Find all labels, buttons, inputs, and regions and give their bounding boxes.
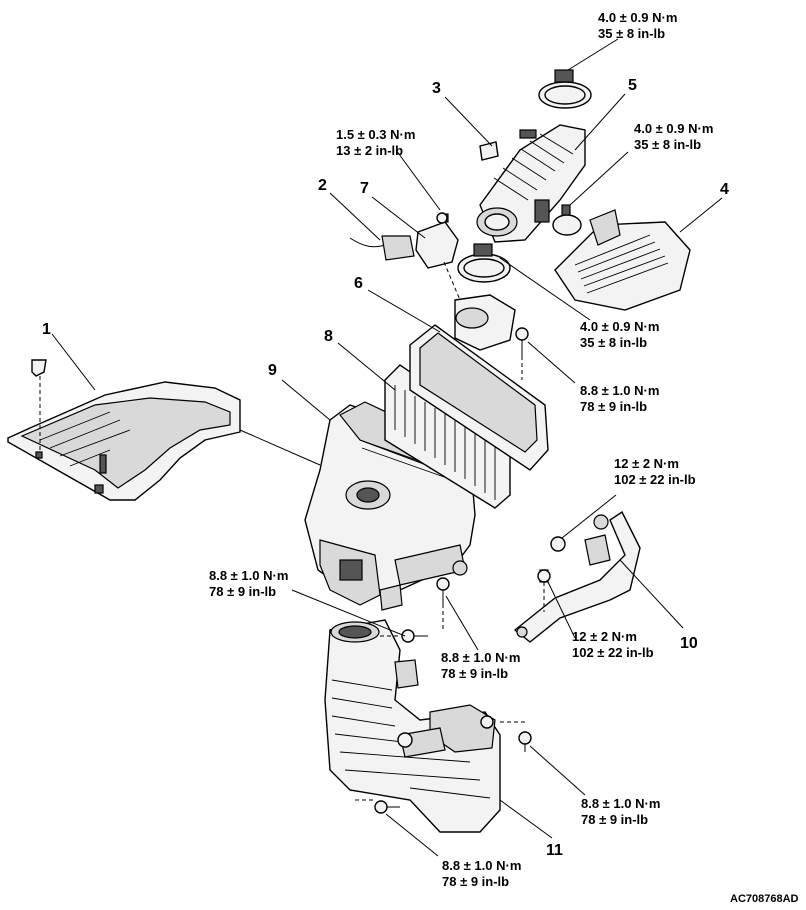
torque-bracket-lower-nm: 12 ± 2 N·m [572, 629, 637, 644]
resonator-ribs [574, 234, 669, 294]
callout-4: 4 [720, 181, 729, 198]
callout-numbers: 1 2 3 4 5 6 7 8 9 10 11 [42, 77, 729, 859]
torque-duct-upper-nm: 8.8 ± 1.0 N·m [209, 568, 288, 583]
part-11-lower-duct [324, 619, 501, 833]
torque-bracket-upper-nm: 12 ± 2 N·m [614, 456, 679, 471]
torque-case-bolt-inlb: 78 ± 9 in-lb [441, 666, 508, 681]
torque-duct-right-inlb: 78 ± 9 in-lb [581, 812, 648, 827]
filter-pleats [394, 385, 496, 500]
torque-bracket-upper-inlb: 102 ± 22 in-lb [614, 472, 696, 487]
torque-hose-clamp-top-inlb: 35 ± 8 in-lb [598, 26, 665, 41]
callout-6: 6 [354, 275, 363, 292]
torque-hose-clamp-top-nm: 4.0 ± 0.9 N·m [598, 10, 677, 25]
torque-specs: 4.0 ± 0.9 N·m 35 ± 8 in-lb 1.5 ± 0.3 N·m… [209, 10, 713, 889]
torque-duct-lower-inlb: 78 ± 9 in-lb [442, 874, 509, 889]
bolt-sensor [436, 212, 448, 224]
torque-duct-upper-inlb: 78 ± 9 in-lb [209, 584, 276, 599]
callout-9: 9 [268, 362, 277, 379]
part-5-intake-hose [457, 69, 592, 283]
part-10-bracket [513, 510, 641, 643]
part-1-intake-duct [7, 359, 241, 501]
part-8-air-filter [384, 364, 511, 509]
callout-11: 11 [546, 842, 563, 859]
torque-cover-bolt-inlb: 78 ± 9 in-lb [580, 399, 647, 414]
bolts [355, 212, 532, 814]
part-7-airflow-sensor [415, 213, 461, 301]
torque-hose-clamp-bottom-nm: 4.0 ± 0.9 N·m [580, 319, 659, 334]
torque-hose-clamp-bottom-inlb: 35 ± 8 in-lb [580, 335, 647, 350]
callout-3: 3 [432, 80, 441, 97]
bolt-duct-right [500, 721, 532, 752]
bolt-case-bracket [436, 577, 450, 630]
callout-1: 1 [42, 321, 51, 338]
torque-duct-lower-nm: 8.8 ± 1.0 N·m [442, 858, 521, 873]
bolt-duct-lower [355, 799, 400, 814]
torque-resonator-clamp-nm: 4.0 ± 0.9 N·m [634, 121, 713, 136]
torque-sensor-nm: 1.5 ± 0.3 N·m [336, 127, 415, 142]
torque-case-bolt-nm: 8.8 ± 1.0 N·m [441, 650, 520, 665]
hose-corrugations [493, 133, 574, 201]
torque-cover-bolt-nm: 8.8 ± 1.0 N·m [580, 383, 659, 398]
bolt-duct-upper [380, 629, 428, 643]
part-3-clip [479, 141, 499, 161]
callout-5: 5 [628, 77, 637, 94]
callout-2: 2 [318, 177, 327, 194]
torque-resonator-clamp-inlb: 35 ± 8 in-lb [634, 137, 701, 152]
callout-7: 7 [360, 180, 369, 197]
callout-10: 10 [680, 635, 698, 652]
part-4-resonator [554, 209, 691, 311]
part-6-air-cleaner-cover [409, 294, 549, 471]
torque-sensor-inlb: 13 ± 2 in-lb [336, 143, 403, 158]
callout-8: 8 [324, 328, 333, 345]
torque-bracket-lower-inlb: 102 ± 22 in-lb [572, 645, 654, 660]
bolt-cover [515, 327, 529, 380]
figure-code: AC708768AD [730, 893, 799, 905]
leader-lines [51, 38, 723, 857]
torque-duct-right-nm: 8.8 ± 1.0 N·m [581, 796, 660, 811]
part-2-harness [349, 235, 415, 261]
